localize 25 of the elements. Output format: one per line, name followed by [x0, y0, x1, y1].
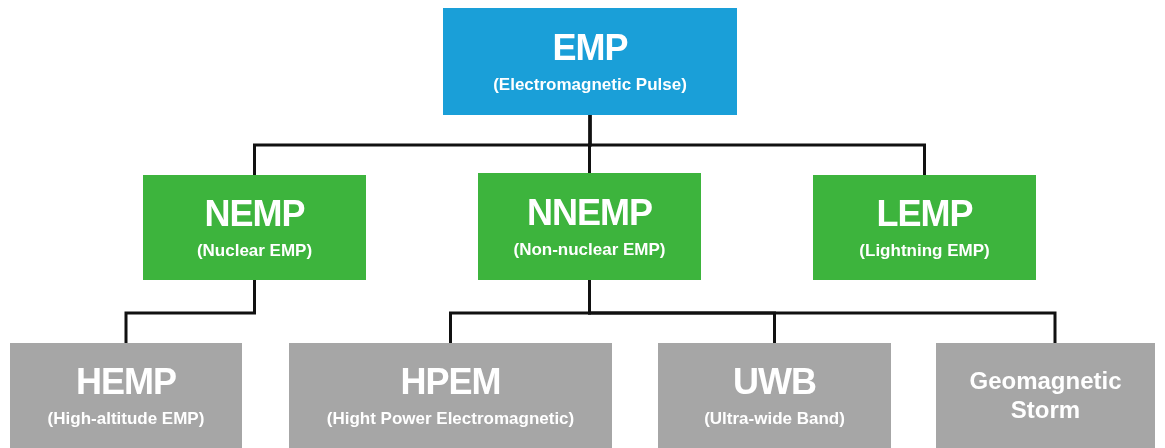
node-subtitle: (Hight Power Electromagnetic)	[326, 408, 575, 431]
node-subtitle: (High-altitude EMP)	[47, 408, 205, 431]
connector-line	[124, 280, 256, 343]
node-subtitle: (Non-nuclear EMP)	[513, 239, 666, 262]
node-title: UWB	[733, 360, 816, 403]
node-title: LEMP	[876, 192, 973, 235]
node-subtitle: (Nuclear EMP)	[196, 240, 313, 263]
node-subtitle: (Ultra-wide Band)	[704, 408, 845, 431]
category-box	[443, 8, 737, 115]
category-box	[10, 343, 242, 448]
category-box	[478, 173, 701, 280]
node-title: HEMP	[76, 360, 176, 403]
node-title: NEMP	[204, 192, 305, 235]
node-title: Geomagnetic Storm	[968, 366, 1123, 425]
node-subtitle: (Lightning EMP)	[859, 240, 990, 263]
category-box	[658, 343, 891, 448]
category-box	[143, 175, 366, 280]
node-title: NNEMP	[527, 191, 652, 234]
node-title: HPEM	[400, 360, 501, 403]
node-title: EMP	[552, 26, 628, 69]
category-box	[813, 175, 1036, 280]
category-box	[936, 343, 1155, 448]
connector-line	[588, 115, 926, 175]
category-box	[289, 343, 612, 448]
node-subtitle: (Electromagnetic Pulse)	[493, 74, 687, 97]
